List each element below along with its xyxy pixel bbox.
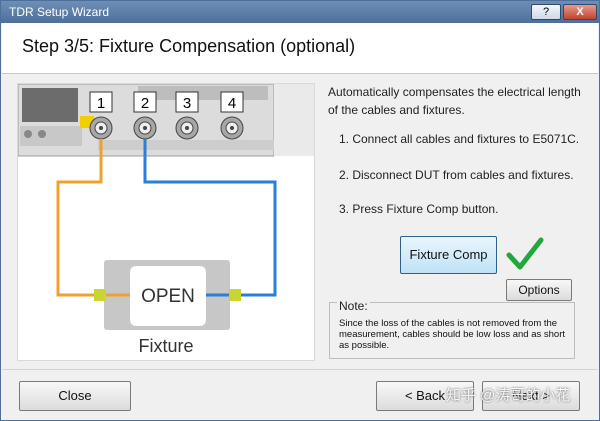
window-title: TDR Setup Wizard [9, 5, 110, 19]
cable-left [56, 139, 103, 297]
cable-right [143, 139, 277, 297]
port-4-box [220, 91, 244, 113]
help-button[interactable]: ? [531, 4, 561, 20]
port-2-connector-icon [133, 116, 157, 140]
back-button[interactable]: < Back [376, 381, 474, 411]
open-standard [130, 266, 206, 326]
instrument-display [22, 88, 78, 122]
port-3-label: 3 [183, 95, 191, 112]
connection-diagram: 1 2 3 4 OPEN Fixture [17, 83, 315, 361]
fixture-comp-button[interactable]: Fixture Comp [400, 236, 497, 274]
footer-divider [2, 369, 598, 370]
port-2-box [133, 91, 157, 113]
note-label: Note: [337, 299, 370, 313]
button-strip [138, 86, 268, 100]
port-1-connector-icon [89, 116, 113, 140]
close-button[interactable]: Close [19, 381, 131, 411]
window-close-button[interactable]: X [563, 4, 597, 20]
knob-icon [38, 130, 46, 138]
port-4-connector-icon [220, 116, 244, 140]
checkmark-icon [506, 237, 544, 270]
note-text: Since the loss of the cables is not remo… [339, 318, 566, 351]
title-bar: TDR Setup Wizard ? X [1, 1, 599, 23]
watermark: 知乎 @涛哥的小花 [446, 387, 571, 404]
fixture-connector-right [229, 289, 241, 301]
port-3-connector-icon [175, 116, 199, 140]
fixture-label: Fixture [138, 336, 193, 356]
instrument-side [274, 84, 314, 156]
open-label: OPEN [141, 286, 195, 307]
instruction-step-1: 1. Connect all cables and fixtures to E5… [339, 132, 580, 146]
step-title: Step 3/5: Fixture Compensation (optional… [22, 36, 356, 56]
power-area [20, 126, 82, 146]
next-button[interactable]: Next > [482, 381, 580, 411]
instruction-step-3: 3. Press Fixture Comp button. [339, 202, 499, 216]
description-text: Automatically compensates the electrical… [328, 85, 581, 117]
port-4-label: 4 [228, 95, 236, 112]
wizard-header: Step 3/5: Fixture Compensation (optional… [2, 23, 598, 74]
instruction-step-2: 2. Disconnect DUT from cables and fixtur… [339, 168, 574, 182]
note-box [329, 302, 575, 359]
port-1-box [89, 91, 113, 113]
port-2-label: 2 [141, 95, 149, 112]
power-knob-icon [24, 130, 32, 138]
connection-diagram-svg: 1 2 3 4 OPEN Fixture [18, 84, 314, 356]
port-info-strip [98, 140, 274, 150]
options-button[interactable]: Options [506, 279, 572, 301]
port-3-box [175, 91, 199, 113]
port-1-label: 1 [97, 95, 105, 112]
fixture-connector-left [94, 289, 106, 301]
